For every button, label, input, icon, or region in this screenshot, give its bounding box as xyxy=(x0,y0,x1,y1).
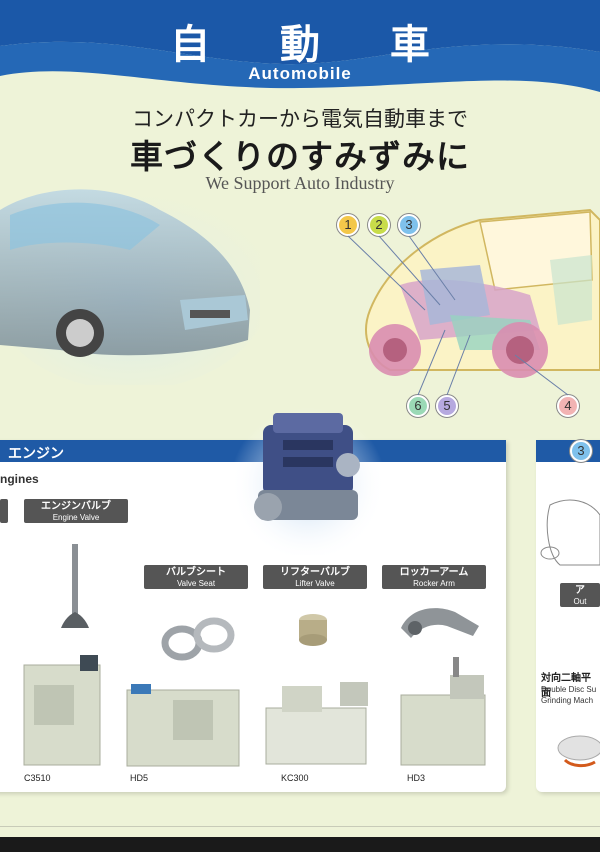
callout-marker-6: 6 xyxy=(407,395,429,417)
section-3-machine-jp: 対向二軸平面 xyxy=(541,673,591,699)
header-wave-shape xyxy=(0,0,600,92)
section-3-tag-en: Out xyxy=(573,597,587,606)
page-subtitle: Automobile xyxy=(248,64,352,83)
section-3-part-sketch xyxy=(540,499,600,566)
tagline-line2: 車づくりのすみずみに xyxy=(130,137,470,176)
machine-hd3-image xyxy=(400,657,486,766)
callout-marker-4: 4 xyxy=(557,395,579,417)
transparent-car-image xyxy=(0,189,260,385)
engine-panel-subtitle: ngines xyxy=(0,472,39,486)
section-3-tag-jp: ア xyxy=(575,585,585,596)
section-3-part-tag: ア Out xyxy=(560,583,600,607)
engine-panel-title: エンジン xyxy=(8,446,64,462)
tagline-line3: We Support Auto Industry xyxy=(205,173,395,193)
part-tag-en: Engine Valve xyxy=(52,513,100,522)
section-3-number-badge: 3 xyxy=(570,440,592,462)
part-tag-en: Valve Seat xyxy=(176,579,216,588)
machine-label-kc300: KC300 xyxy=(281,773,309,783)
machine-kc300-image xyxy=(265,682,368,765)
part-tag-rocker-arm: ロッカーアーム Rocker Arm xyxy=(382,565,486,589)
section-3-machine-en-2: Grinding Mach xyxy=(541,696,594,705)
rocker-arm-image xyxy=(401,608,479,638)
valve-seat-image xyxy=(161,617,235,661)
machine-label-hd5: HD5 xyxy=(130,773,149,783)
part-tag-valve-seat: バルブシート Valve Seat xyxy=(144,565,248,589)
part-tag-jp: エンジンバルブ xyxy=(41,501,111,512)
section-3-machine-en-1: Double Disc Su xyxy=(541,685,597,694)
tagline-line1: コンパクトカーから電気自動車まで xyxy=(132,107,468,131)
header-banner: 自 動 車 Automobile xyxy=(0,0,600,92)
part-tag-en: Lifter Valve xyxy=(295,579,335,588)
machine-label-c3510: C3510 xyxy=(24,773,51,783)
part-tag-engine-valve: エンジンバルブ Engine Valve xyxy=(24,499,128,523)
machine-c3510-image xyxy=(23,655,101,766)
section-3-machine-image xyxy=(557,735,600,768)
part-tag-jp: バルブシート xyxy=(166,567,226,578)
part-tag-lifter-valve: リフターバルブ Lifter Valve xyxy=(263,565,367,589)
callout-marker-2: 2 xyxy=(368,214,390,236)
machine-label-hd3: HD3 xyxy=(407,773,426,783)
callout-marker-1: 1 xyxy=(337,214,359,236)
part-tag-jp: ロッカーアーム xyxy=(399,567,469,578)
part-tag-jp: リフターバルブ xyxy=(280,567,350,578)
cutaway-car-diagram xyxy=(365,208,600,378)
machine-hd5-image xyxy=(126,684,240,767)
callout-marker-5: 5 xyxy=(436,395,458,417)
page-title: 自 動 車 xyxy=(170,22,458,68)
engine-valve-image xyxy=(61,544,89,628)
bottom-bar xyxy=(0,837,600,852)
part-tag-partial xyxy=(0,499,8,523)
engine-image xyxy=(230,407,386,555)
lifter-valve-image xyxy=(299,614,327,646)
callout-marker-3: 3 xyxy=(398,214,420,236)
part-tag-en: Rocker Arm xyxy=(413,579,455,588)
bottom-divider xyxy=(0,826,600,827)
callout-lines xyxy=(347,235,569,396)
section-3-panel xyxy=(536,440,600,792)
